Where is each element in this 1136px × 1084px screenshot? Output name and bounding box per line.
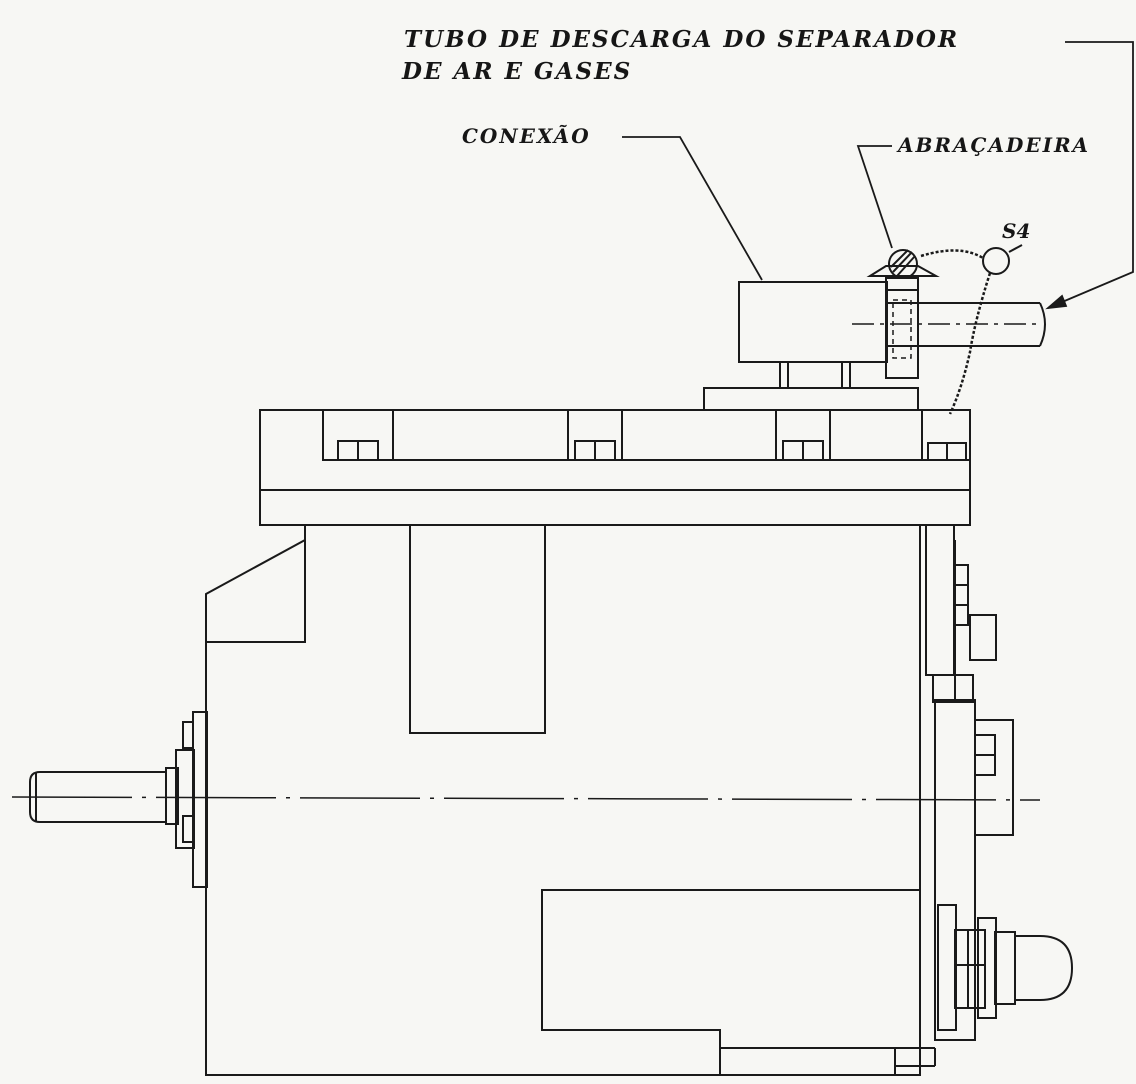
connection-base	[703, 362, 919, 411]
connection-box	[738, 281, 888, 363]
label-tubo-line2: DE AR E GASES	[402, 58, 633, 85]
top-cover-plate	[259, 409, 971, 526]
drain-plug	[937, 904, 1074, 1031]
discharge-tube	[852, 302, 1046, 347]
s4-sensor	[920, 244, 1023, 415]
label-s4: S4	[1002, 219, 1031, 243]
right-flanges	[919, 524, 1014, 1041]
label-conexao: CONEXÃO	[462, 124, 591, 148]
shaft	[29, 711, 208, 888]
leader-lines	[622, 41, 1134, 310]
shaft-centerline	[11, 796, 1041, 801]
label-abracadeira: ABRAÇADEIRA	[898, 133, 1091, 157]
pump-body	[205, 524, 936, 1076]
label-tubo-line1: TUBO DE DESCARGA DO SEPARADOR	[404, 26, 960, 53]
clamp	[866, 249, 940, 379]
